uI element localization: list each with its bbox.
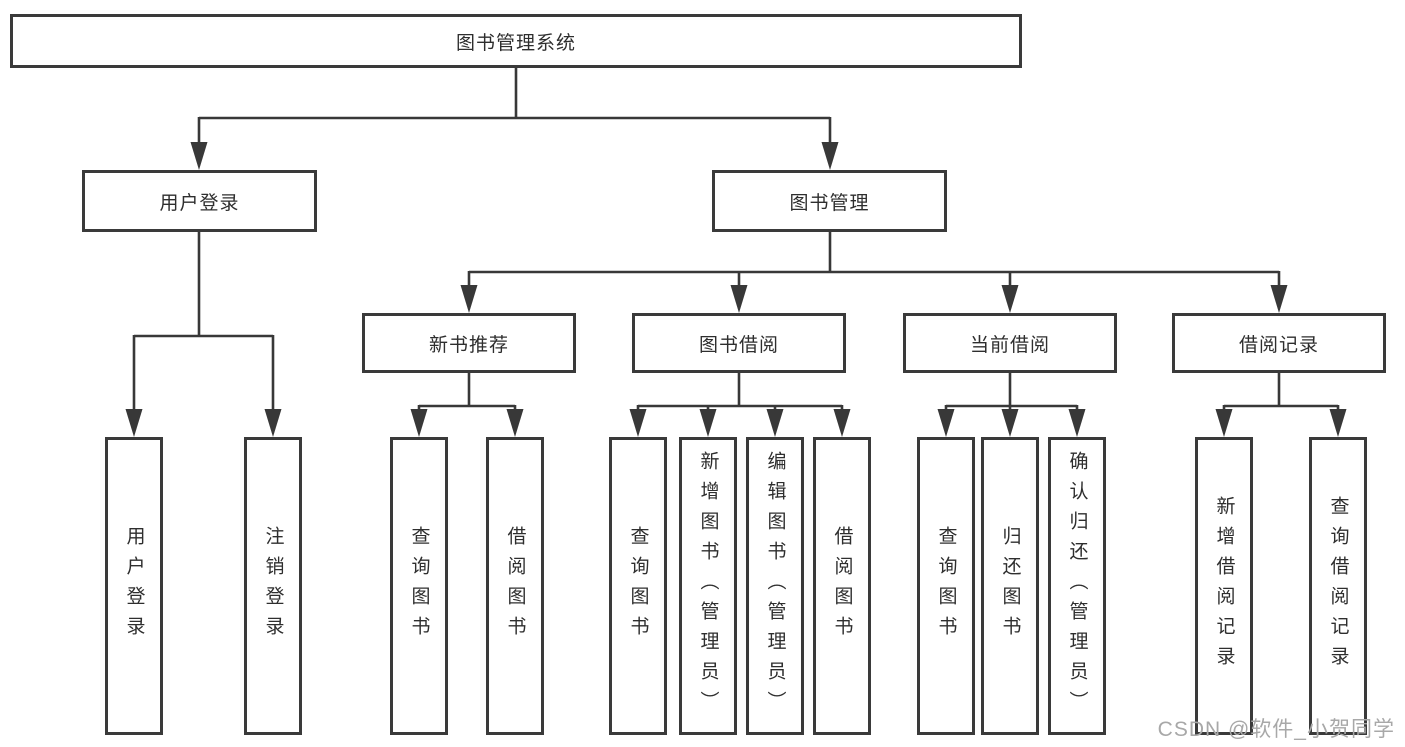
connector-borrow-records-to-leaves [1215, 373, 1347, 437]
leaf-bb-borrow-books-label: 借阅图书 [831, 526, 853, 646]
leaf-logout: 注销登录 [244, 437, 302, 735]
leaf-nbr-borrow-books: 借阅图书 [486, 437, 544, 735]
leaf-nbr-query-books-label: 查询图书 [408, 526, 430, 646]
connector-book-borrow-to-leaves [629, 373, 851, 437]
leaf-cb-return-books-label: 归还图书 [999, 526, 1021, 646]
connector-new-book-rec-to-leaves [410, 373, 524, 437]
leaf-user-login-label: 用户登录 [123, 526, 145, 646]
leaf-bb-add-books: 新增图书（管理员） [679, 437, 737, 735]
node-user-login: 用户登录 [82, 170, 317, 232]
leaf-user-login: 用户登录 [105, 437, 163, 735]
node-current-borrow: 当前借阅 [903, 313, 1117, 373]
leaf-cb-return-books: 归还图书 [981, 437, 1039, 735]
node-new-book-rec: 新书推荐 [362, 313, 576, 373]
leaf-bb-edit-books-label: 编辑图书（管理员） [764, 451, 786, 721]
connector-current-borrow-to-leaves [937, 373, 1086, 437]
leaf-nbr-query-books: 查询图书 [390, 437, 448, 735]
connector-root-to-level2 [190, 68, 839, 170]
node-root-label: 图书管理系统 [455, 32, 576, 54]
node-book-borrow-label: 图书借阅 [698, 334, 779, 356]
leaf-br-add-record-label: 新增借阅记录 [1213, 496, 1235, 676]
leaf-br-query-record: 查询借阅记录 [1309, 437, 1367, 735]
connector-book-mgmt-to-level3 [460, 232, 1288, 313]
node-current-borrow-label: 当前借阅 [969, 334, 1050, 356]
node-book-mgmt-label: 图书管理 [789, 192, 870, 214]
leaf-logout-label: 注销登录 [262, 526, 284, 646]
leaf-cb-confirm-return-label: 确认归还（管理员） [1066, 451, 1088, 721]
leaf-br-query-record-label: 查询借阅记录 [1327, 496, 1349, 676]
leaf-bb-query-books-label: 查询图书 [627, 526, 649, 646]
leaf-nbr-borrow-books-label: 借阅图书 [504, 526, 526, 646]
node-book-borrow: 图书借阅 [632, 313, 846, 373]
leaf-bb-add-books-label: 新增图书（管理员） [697, 451, 719, 721]
node-user-login-label: 用户登录 [159, 192, 240, 214]
leaf-cb-query-books-label: 查询图书 [935, 526, 957, 646]
leaf-bb-query-books: 查询图书 [609, 437, 667, 735]
node-root: 图书管理系统 [10, 14, 1022, 68]
leaf-cb-query-books: 查询图书 [917, 437, 975, 735]
leaf-bb-edit-books: 编辑图书（管理员） [746, 437, 804, 735]
node-new-book-rec-label: 新书推荐 [428, 334, 509, 356]
leaf-bb-borrow-books: 借阅图书 [813, 437, 871, 735]
leaf-br-add-record: 新增借阅记录 [1195, 437, 1253, 735]
node-book-mgmt: 图书管理 [712, 170, 947, 232]
connector-user-login-to-leaves [125, 232, 282, 437]
node-borrow-records: 借阅记录 [1172, 313, 1386, 373]
node-borrow-records-label: 借阅记录 [1238, 334, 1319, 356]
watermark: CSDN @软件_小贺同学 [1157, 718, 1395, 741]
leaf-cb-confirm-return: 确认归还（管理员） [1048, 437, 1106, 735]
